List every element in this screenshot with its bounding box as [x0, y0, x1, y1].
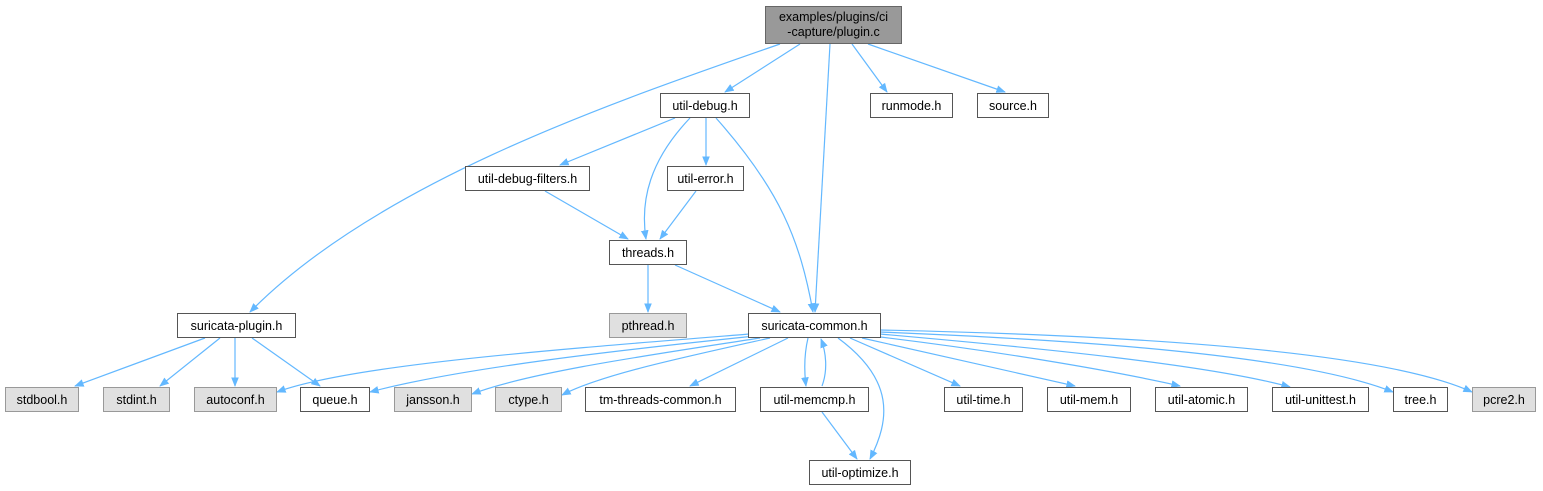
node-plugin-c: examples/plugins/ci -capture/plugin.c [765, 6, 902, 44]
node-util-mem-h-label: util-mem.h [1059, 392, 1119, 407]
node-source-h-label: source.h [989, 98, 1037, 113]
node-suricata-plugin-h[interactable]: suricata-plugin.h [177, 313, 296, 338]
node-pcre2-h-label: pcre2.h [1483, 392, 1525, 407]
node-util-unittest-h-label: util-unittest.h [1285, 392, 1356, 407]
node-util-error-h-label: util-error.h [677, 171, 734, 186]
node-ctype-h: ctype.h [495, 387, 562, 412]
edge-threads-h-to-suricata-common-h [674, 264, 781, 313]
edge-plugin-c-to-runmode-h [851, 43, 888, 93]
node-suricata-common-h[interactable]: suricata-common.h [748, 313, 881, 338]
node-pcre2-h: pcre2.h [1472, 387, 1536, 412]
node-tm-threads-common-h[interactable]: tm-threads-common.h [585, 387, 736, 412]
node-threads-h-label: threads.h [621, 245, 675, 260]
node-queue-h[interactable]: queue.h [300, 387, 370, 412]
node-queue-h-label: queue.h [312, 392, 358, 407]
node-util-error-h[interactable]: util-error.h [667, 166, 744, 191]
node-suricata-common-h-label: suricata-common.h [761, 318, 868, 333]
node-plugin-c-label: examples/plugins/ci -capture/plugin.c [778, 10, 889, 39]
node-util-time-h[interactable]: util-time.h [944, 387, 1023, 412]
node-stdint-h-label: stdint.h [116, 392, 157, 407]
edge-suricata-common-h-to-util-atomic-h [871, 335, 1181, 388]
edge-util-debug-h-to-threads-h [640, 117, 691, 240]
edge-suricata-common-h-to-queue-h [369, 335, 756, 394]
node-jansson-h-label: jansson.h [406, 392, 460, 407]
node-util-mem-h[interactable]: util-mem.h [1047, 387, 1131, 412]
node-util-atomic-h-label: util-atomic.h [1167, 392, 1236, 407]
node-suricata-plugin-h-label: suricata-plugin.h [190, 318, 283, 333]
node-autoconf-h: autoconf.h [194, 387, 277, 412]
edge-suricata-common-h-to-util-unittest-h [879, 333, 1291, 389]
node-runmode-h[interactable]: runmode.h [870, 93, 953, 118]
node-util-debug-filters-h[interactable]: util-debug-filters.h [465, 166, 590, 191]
edge-plugin-c-to-suricata-common-h [811, 43, 831, 313]
node-runmode-h-label: runmode.h [881, 98, 942, 113]
node-tree-h[interactable]: tree.h [1393, 387, 1448, 412]
node-source-h[interactable]: source.h [977, 93, 1049, 118]
edge-suricata-common-h-to-util-optimize-h [837, 337, 885, 460]
node-util-optimize-h[interactable]: util-optimize.h [809, 460, 911, 485]
edge-plugin-c-to-util-debug-h [724, 43, 801, 93]
node-ctype-h-label: ctype.h [508, 392, 549, 407]
node-autoconf-h-label: autoconf.h [206, 392, 265, 407]
node-pthread-h: pthread.h [609, 313, 687, 338]
node-util-unittest-h[interactable]: util-unittest.h [1272, 387, 1369, 412]
node-stdbool-h-label: stdbool.h [16, 392, 68, 407]
edge-suricata-common-h-to-pcre2-h [879, 329, 1473, 393]
node-util-debug-h[interactable]: util-debug.h [660, 93, 750, 118]
node-util-debug-filters-h-label: util-debug-filters.h [477, 171, 578, 186]
edge-util-debug-h-to-util-debug-filters-h [559, 117, 676, 166]
edge-suricata-plugin-h-to-queue-h [251, 337, 321, 387]
edge-suricata-common-h-to-util-mem-h [861, 337, 1076, 388]
node-util-time-h-label: util-time.h [956, 392, 1011, 407]
edge-suricata-common-h-to-util-memcmp-h [801, 337, 809, 387]
edge-util-debug-h-to-suricata-common-h [715, 117, 816, 313]
edge-util-memcmp-h-to-suricata-common-h [820, 338, 828, 387]
node-util-debug-h-label: util-debug.h [672, 98, 738, 113]
node-tree-h-label: tree.h [1404, 392, 1437, 407]
edge-suricata-common-h-to-autoconf-h [276, 333, 751, 393]
edge-suricata-common-h-to-tm-threads-common-h [689, 337, 789, 387]
edge-suricata-plugin-h-to-stdbool-h [74, 337, 206, 387]
edge-suricata-common-h-to-jansson-h [471, 337, 761, 395]
edge-util-debug-filters-h-to-threads-h [544, 190, 629, 240]
node-tm-threads-common-h-label: tm-threads-common.h [599, 392, 722, 407]
edge-plugin-c-to-suricata-plugin-h [249, 43, 781, 313]
node-util-atomic-h[interactable]: util-atomic.h [1155, 387, 1248, 412]
edge-util-memcmp-h-to-util-optimize-h [821, 411, 858, 460]
node-jansson-h: jansson.h [394, 387, 472, 412]
edge-suricata-common-h-to-util-time-h [849, 337, 961, 387]
edge-suricata-common-h-to-tree-h [879, 331, 1394, 393]
node-stdbool-h: stdbool.h [5, 387, 79, 412]
edge-util-error-h-to-threads-h [659, 190, 697, 240]
node-util-optimize-h-label: util-optimize.h [821, 465, 899, 480]
node-pthread-h-label: pthread.h [621, 318, 675, 333]
node-util-memcmp-h[interactable]: util-memcmp.h [760, 387, 869, 412]
edge-suricata-plugin-h-to-stdint-h [159, 337, 221, 387]
edge-plugin-c-to-source-h [867, 43, 1006, 93]
edge-suricata-common-h-to-ctype-h [561, 337, 771, 396]
node-util-memcmp-h-label: util-memcmp.h [773, 392, 856, 407]
node-threads-h[interactable]: threads.h [609, 240, 687, 265]
node-stdint-h: stdint.h [103, 387, 170, 412]
